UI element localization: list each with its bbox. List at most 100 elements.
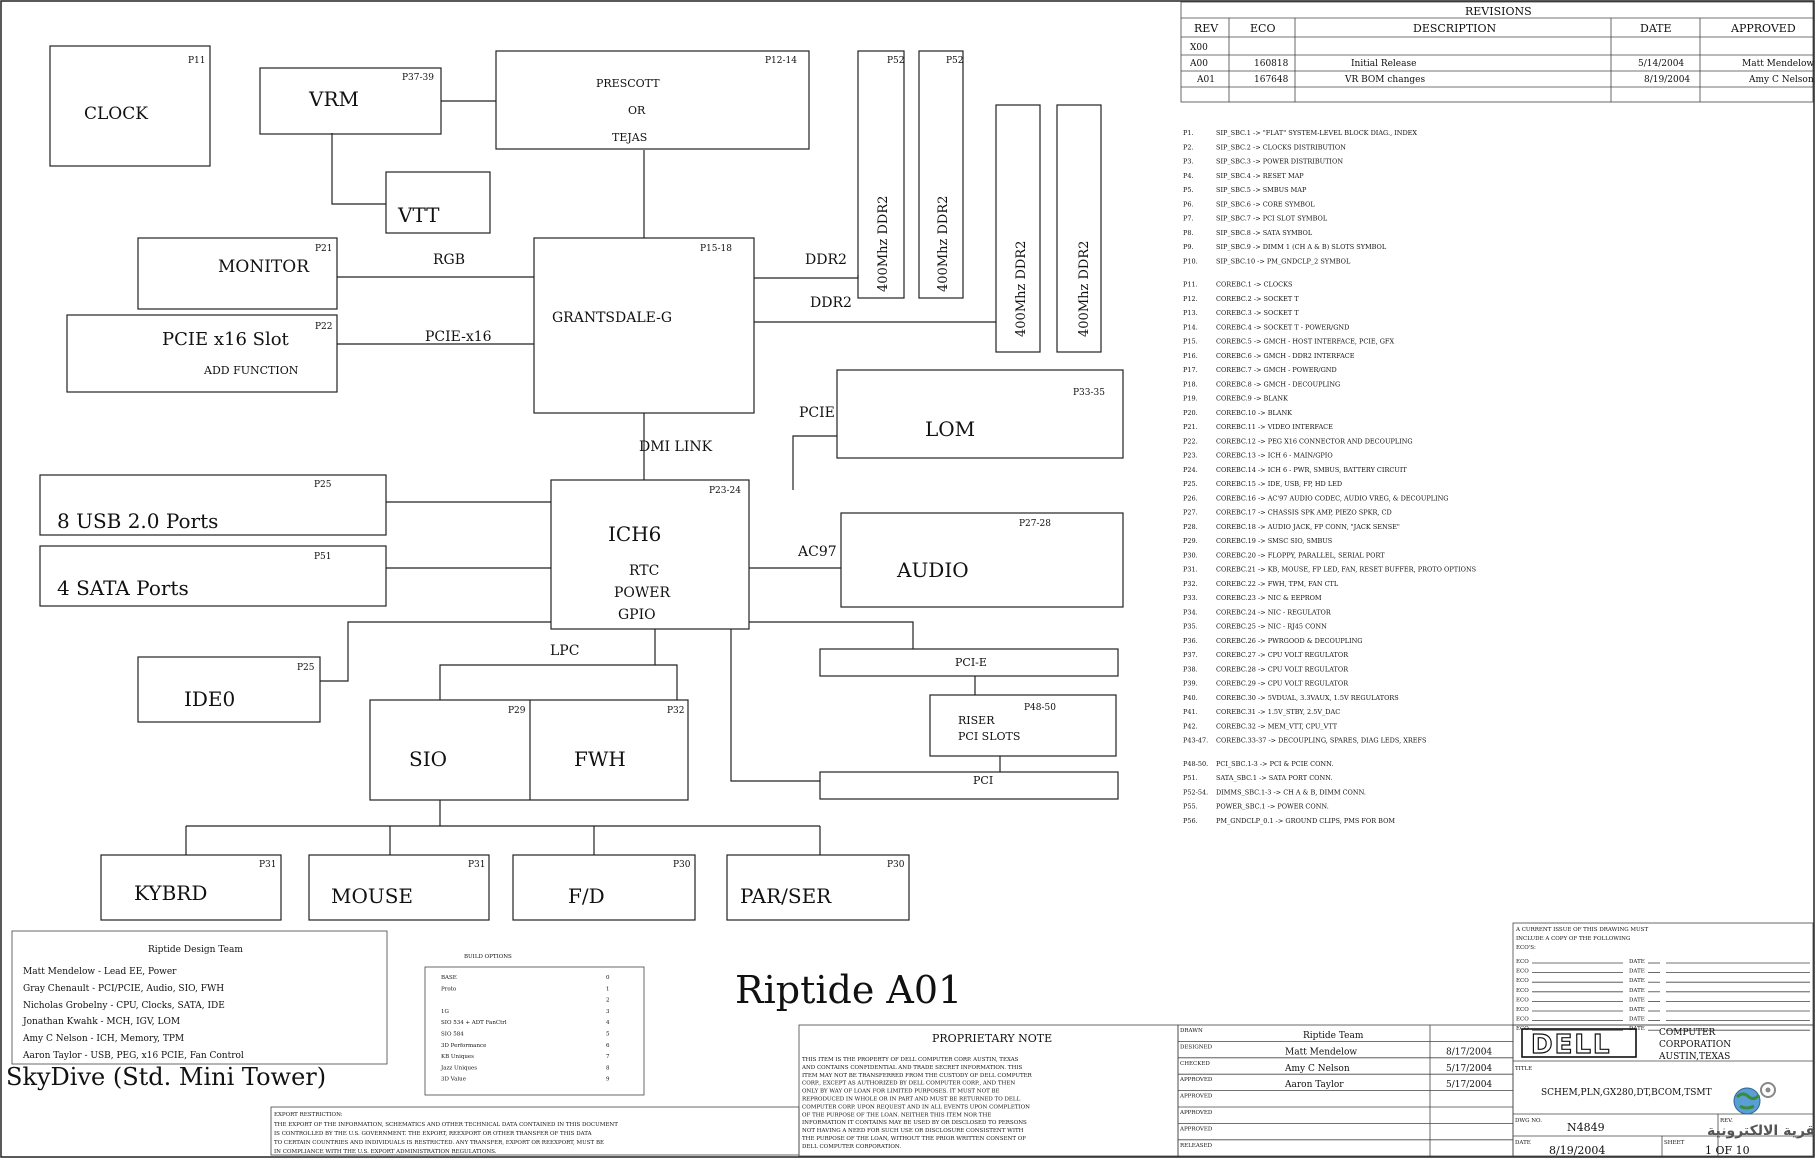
clock-page: P11: [188, 56, 206, 66]
lom-label: LOM: [925, 417, 975, 441]
vtt-label: VTT: [397, 203, 440, 227]
index-page-ref: P15.: [1183, 338, 1198, 346]
ich6-line-1: RTC: [629, 563, 659, 579]
index-page-ref: P41.: [1183, 708, 1198, 716]
build-option-code: 2: [606, 998, 610, 1004]
signoff-role: CHECKED: [1180, 1061, 1210, 1067]
pcie-slot-block: P22 PCIE x16 Slot ADD FUNCTION: [66, 314, 338, 393]
team-member-2: Gray Chenault - PCI/PCIE, Audio, SIO, FW…: [23, 984, 224, 994]
riser-line-1: RISER: [958, 714, 995, 727]
export-line-3: TO CERTAIN COUNTRIES AND INDIVIDUALS IS …: [274, 1140, 604, 1146]
team-member-3: Nicholas Grobelny - CPU, Clocks, SATA, I…: [23, 1001, 225, 1011]
parser-block: P30 PAR/SER: [726, 854, 910, 921]
drawing-date: 8/19/2004: [1549, 1144, 1605, 1157]
export-title: EXPORT RESTRICTION:: [274, 1112, 343, 1118]
rev-row-2-date: 5/14/2004: [1638, 59, 1684, 69]
design-team-box: Riptide Design Team Matt Mendelow - Lead…: [11, 930, 388, 1065]
build-option-name: SIO 534 + ADT FanCtrl: [441, 1020, 507, 1026]
parser-page: P30: [887, 860, 905, 870]
signoff-role: DRAWN: [1180, 1028, 1203, 1034]
eco-row-date-label: DATE: [1629, 1017, 1645, 1023]
eco-row-date-label: DATE: [1629, 969, 1645, 975]
export-line-2: IS CONTROLLED BY THE U.S. GOVERNMENT. TH…: [274, 1131, 593, 1137]
index-page-ref: P40.: [1183, 694, 1198, 702]
pcie-label: PCIE: [799, 405, 835, 421]
title-label: TITLE: [1515, 1066, 1532, 1072]
index-page-ref: P26.: [1183, 494, 1198, 502]
eco-box: A CURRENT ISSUE OF THIS DRAWING MUST INC…: [1512, 922, 1814, 1032]
pcie-bus: PCI-E: [819, 648, 1119, 677]
dimm-3: 400Mhz DDR2: [995, 104, 1041, 353]
pcie-bus-label: PCI-E: [955, 656, 987, 669]
index-page-ref: P55.: [1183, 803, 1198, 811]
eco-row-label: ECO: [1516, 1007, 1529, 1013]
index-page-ref: P38.: [1183, 665, 1198, 673]
sata-block: P51 4 SATA Ports: [39, 545, 387, 607]
pcie-slot-page: P22: [315, 322, 333, 332]
index-page-ref: P22.: [1183, 437, 1198, 445]
export-restriction-box: EXPORT RESTRICTION: THE EXPORT OF THE IN…: [270, 1106, 800, 1156]
dwg-no: N4849: [1567, 1121, 1605, 1134]
rgb-label: RGB: [433, 252, 465, 268]
eco-header-1: A CURRENT ISSUE OF THIS DRAWING MUST: [1515, 927, 1648, 933]
index-page-ref: P9.: [1183, 243, 1194, 251]
fd-label: F/D: [568, 884, 605, 908]
ddr2-label-b: DDR2: [810, 295, 852, 311]
export-line-4: IN COMPLIANCE WITH THE U.S. EXPORT ADMIN…: [274, 1149, 497, 1155]
index-description: COREBC.16 -> AC'97 AUDIO CODEC, AUDIO VR…: [1216, 494, 1448, 502]
page-index: P1.SIP_SBC.1 -> "FLAT" SYSTEM-LEVEL BLOC…: [1183, 129, 1476, 825]
sheet-number: 1 OF 10: [1705, 1144, 1750, 1157]
sio-page: P29: [508, 706, 526, 716]
build-option-name: 3D Performance: [441, 1043, 486, 1049]
index-page-ref: P56.: [1183, 817, 1198, 825]
usb-page: P25: [314, 480, 332, 490]
build-option-name: 1G: [441, 1009, 449, 1015]
team-member-4: Jonathan Kwahk - MCH, IGV, LOM: [22, 1017, 180, 1027]
vrm-label: VRM: [308, 87, 359, 111]
rev-row-3-approved: Amy C Nelson: [1748, 75, 1814, 85]
gmch-label: GRANTSDALE-G: [552, 310, 672, 326]
build-option-code: 1: [606, 986, 610, 992]
index-page-ref: P2.: [1183, 143, 1194, 151]
index-description: PM_GNDCLP_0.1 -> GROUND CLIPS, PMS FOR B…: [1216, 817, 1395, 825]
monitor-page: P21: [315, 244, 333, 254]
rev-header-rev: REV: [1194, 22, 1219, 35]
dell-logo: DELL: [1521, 1028, 1637, 1061]
index-page-ref: P8.: [1183, 229, 1194, 237]
ich6-line-2: POWER: [614, 585, 671, 601]
export-line-1: THE EXPORT OF THE INFORMATION, SCHEMATIC…: [274, 1122, 618, 1128]
rev-row-3-eco: 167648: [1254, 75, 1289, 85]
eco-row-label: ECO: [1516, 969, 1529, 975]
dimm-1: P52 400Mhz DDR2: [857, 50, 905, 299]
index-page-ref: P21.: [1183, 423, 1198, 431]
eco-row-label: ECO: [1516, 1017, 1529, 1023]
connection-lines: [185, 100, 1001, 855]
proprietary-title: PROPRIETARY NOTE: [932, 1032, 1052, 1045]
index-description: COREBC.9 -> BLANK: [1216, 395, 1288, 403]
lom-block: P33-35 LOM: [836, 369, 1124, 459]
clock-label: CLOCK: [84, 104, 148, 124]
rev-row-2-rev: A00: [1189, 59, 1208, 69]
index-description: COREBC.20 -> FLOPPY, PARALLEL, SERIAL PO…: [1216, 551, 1385, 559]
build-option-code: 8: [606, 1065, 610, 1071]
ich6-block: P23-24 ICH6 RTC POWER GPIO: [550, 479, 750, 630]
index-description: COREBC.29 -> CPU VOLT REGULATOR: [1216, 680, 1349, 688]
gmch-page: P15-18: [700, 244, 732, 254]
signoff-role: APPROVED: [1179, 1126, 1213, 1132]
pcie-slot-sub: ADD FUNCTION: [203, 364, 299, 377]
parser-label: PAR/SER: [740, 884, 832, 908]
rev-row-2-eco: 160818: [1254, 59, 1289, 69]
riser-page: P48-50: [1024, 703, 1056, 713]
dimm-1-label: 400Mhz DDR2: [876, 196, 891, 292]
index-description: SIP_SBC.3 -> POWER DISTRIBUTION: [1216, 158, 1343, 166]
dimm-2: P52 400Mhz DDR2: [918, 50, 964, 299]
rev-header-date: DATE: [1640, 22, 1672, 35]
proprietary-line: THE PURPOSE OF THE LOAN, WITHOUT THE PRI…: [802, 1136, 1026, 1142]
rev-row-3-desc: VR BOM changes: [1344, 75, 1425, 85]
sio-label: SIO: [409, 747, 447, 771]
index-description: SIP_SBC.2 -> CLOCKS DISTRIBUTION: [1216, 143, 1346, 151]
index-page-ref: P19.: [1183, 395, 1198, 403]
sata-label: 4 SATA Ports: [57, 576, 189, 600]
proprietary-line: THIS ITEM IS THE PROPERTY OF DELL COMPUT…: [802, 1057, 1019, 1063]
ide0-page: P25: [297, 663, 315, 673]
